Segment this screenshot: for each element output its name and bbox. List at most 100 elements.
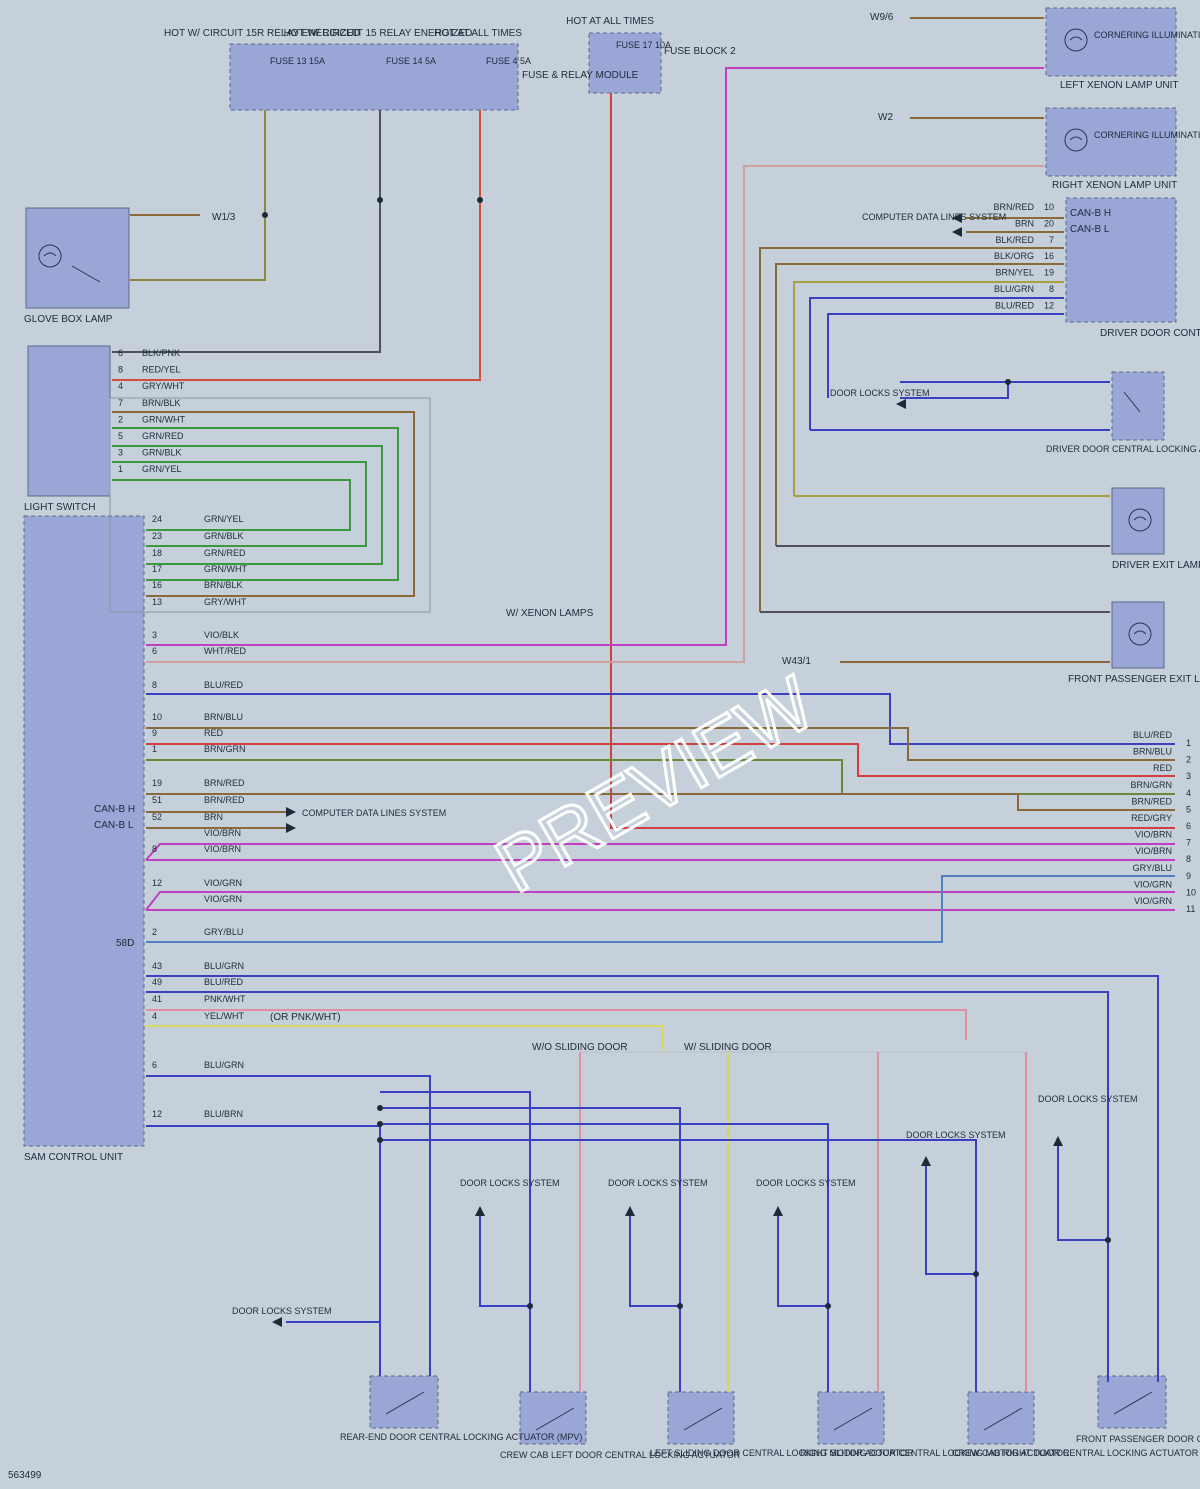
bulb-icon [1128, 622, 1152, 646]
wire-blu-grn [809, 297, 1064, 430]
right-connector-pin: 8 [1186, 854, 1191, 864]
driver-door-pin-color: BLU/RED [995, 300, 1035, 310]
wire-blk-pnk [112, 110, 381, 353]
driver-door-cu-label: DRIVER DOOR CONTROL UNIT [1100, 328, 1200, 339]
light-switch-pin-color: BLK/PNK [142, 348, 180, 358]
fuse-block-2-label: FUSE BLOCK 2 [664, 46, 736, 57]
ground-label: W1/3 [212, 212, 236, 223]
light-switch-pin-color: GRN/WHT [142, 414, 185, 424]
wire-pnk-wht [146, 1009, 967, 1040]
light-switch-harness-outline [109, 397, 431, 613]
right-connector-color: BLU/RED [1133, 730, 1173, 740]
cornering-label: CORNERING ILLUMINATION [1094, 130, 1200, 140]
right-connector-color: GRY/BLU [1133, 863, 1172, 873]
driver-door-control-unit-box [1065, 197, 1177, 323]
sam-pin-color: RED [204, 728, 224, 738]
hot-all-label: HOT AT ALL TIMES [434, 28, 522, 39]
wire-vio-brn [145, 843, 1175, 861]
wire-blu-red [827, 313, 1064, 398]
bulb-icon [1128, 508, 1152, 532]
wire-door-locks [777, 1216, 828, 1307]
sam-58d-label: 58D [116, 938, 134, 949]
xenon-note: W/ XENON LAMPS [506, 608, 594, 619]
wire-blu-red [146, 991, 1109, 1382]
crew-right-actuator-box [967, 1391, 1035, 1445]
sam-pin-color: BRN/BLK [204, 580, 243, 590]
light-switch-pin-number: 5 [118, 431, 123, 441]
sam-pin-color: BLU/RED [204, 977, 244, 987]
hot-15r-label: HOT W/ CIRCUIT 15R RELAY ENERGIZED [164, 28, 360, 39]
right-connector-color: VIO/BRN [1135, 830, 1172, 840]
wire-door-locks [1057, 1146, 1108, 1241]
right-connector-color: RED [1153, 763, 1173, 773]
sam-pin-color: GRN/RED [204, 548, 246, 558]
sam-pin-color: BRN/BLU [204, 712, 243, 722]
sam-pin-color: BRN/GRN [204, 744, 246, 754]
wo-sliding-note: W/O SLIDING DOOR [532, 1042, 628, 1053]
fp-exit-lamp-box [1111, 601, 1165, 669]
right-connector-pin: 7 [1186, 838, 1191, 848]
fuse-13-label: FUSE 13 15A [270, 56, 325, 66]
light-switch-pin-color: GRN/YEL [142, 464, 182, 474]
wire-yel-wht [146, 1025, 663, 1052]
sam-pin-number: 12 [152, 1109, 162, 1119]
right-connector-color: BRN/BLU [1133, 747, 1172, 757]
bulb-icon [1064, 128, 1088, 152]
hot-15-label: HOT W/ CIRCUIT 15 RELAY ENERGIZED [284, 28, 473, 39]
light-switch-pin-number: 6 [118, 348, 123, 358]
driver-door-pin-number: 20 [1044, 218, 1054, 228]
light-switch-box [27, 345, 111, 497]
light-switch-pin-number: 2 [118, 414, 123, 424]
driver-door-pin-color: BLK/ORG [994, 251, 1034, 261]
wire-grn-blk [112, 461, 367, 547]
light-switch-pin-number: 4 [118, 381, 123, 391]
sam-pin-color: BLU/GRN [204, 961, 244, 971]
wire-door-locks [629, 1216, 680, 1307]
wire-red-yel [112, 110, 481, 381]
driver-door-pin-color: BRN/YEL [995, 268, 1034, 278]
light-switch-label: LIGHT SWITCH [24, 502, 95, 513]
w-sliding-note: W/ SLIDING DOOR [684, 1042, 772, 1053]
wire-brn-yel [793, 281, 1064, 496]
sam-pin-number: 4 [152, 1011, 157, 1021]
fuse-relay-label: FUSE & RELAY MODULE [522, 70, 639, 81]
sam-pin-number: 1 [152, 744, 157, 754]
sam-pin-number: 16 [152, 580, 162, 590]
right-connector-color: BRN/GRN [1130, 780, 1172, 790]
sam-pin-color: PNK/WHT [204, 994, 246, 1004]
switch-icon [71, 265, 1153, 1431]
left-sliding-actuator-box [667, 1391, 735, 1445]
light-switch-pin-number: 1 [118, 464, 123, 474]
wire-blu-brn [146, 1125, 381, 1376]
right-connector-color: VIO/GRN [1134, 879, 1172, 889]
sam-pin-color: VIO/GRN [204, 894, 242, 904]
left-xenon-box [1045, 7, 1177, 77]
driver-door-pin-number: 19 [1044, 268, 1054, 278]
door-locks-label: DOOR LOCKS SYSTEM [608, 1178, 708, 1188]
door-locks-label: DOOR LOCKS SYSTEM [232, 1306, 332, 1316]
wire-blu-brn [380, 1139, 977, 1392]
sam-pin-number: 23 [152, 531, 162, 541]
door-locks-label: DOOR LOCKS SYSTEM [460, 1178, 560, 1188]
wire-wht-red [146, 165, 1044, 663]
right-connector-color: RED/GRY [1131, 813, 1172, 823]
crew-left-actuator-box [519, 1391, 587, 1445]
fuse-4-label: FUSE 4 5A [486, 56, 531, 66]
sam-pin-number: 51 [152, 795, 162, 805]
wire-gry-blu [146, 875, 1175, 943]
fp-door-actuator-box [1097, 1375, 1167, 1429]
door-locks-label: DOOR LOCKS SYSTEM [830, 388, 930, 398]
wire-brn-blk [112, 411, 415, 597]
can-bh-label: CAN-B H [94, 804, 135, 815]
light-switch-pin-number: 8 [118, 365, 123, 375]
crew-left-label: CREW CAB LEFT DOOR CENTRAL LOCKING ACTUA… [500, 1450, 741, 1460]
light-switch-pin-color: GRN/BLK [142, 448, 182, 458]
driver-door-pin-number: 16 [1044, 251, 1054, 261]
bulb-icon [1064, 28, 1088, 52]
sam-pin-number: 8 [152, 844, 157, 854]
sam-pin-color: BRN/RED [204, 778, 245, 788]
wire-grn-red [112, 445, 383, 565]
sam-pin-color: BRN/RED [204, 795, 245, 805]
